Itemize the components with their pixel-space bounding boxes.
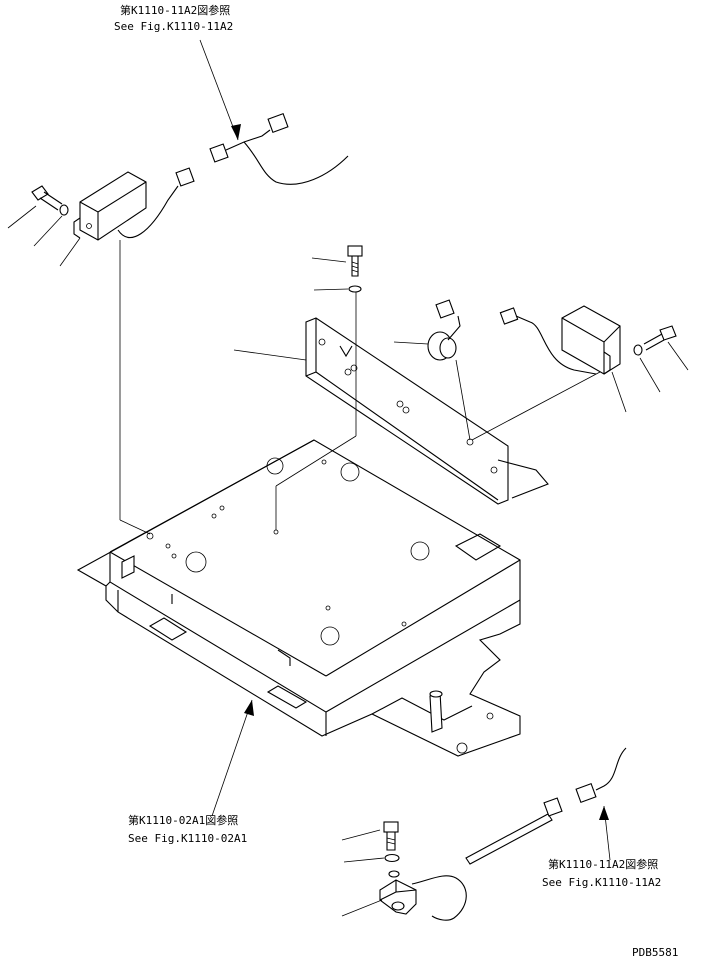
leader-buzzer (393, 341, 429, 345)
top-left-bolt (31, 185, 69, 216)
top-ref-jp: 第K1110-11A2図参照 (120, 3, 230, 17)
leader-washer-b (343, 857, 385, 863)
top-left-harness (117, 112, 349, 239)
leader-bolt-r (667, 341, 689, 371)
mid-ref-jp: 第K1110-02A1図参照 (128, 813, 238, 827)
right-ref-en: See Fig.K1110-11A2 (542, 876, 661, 889)
right-bolt (633, 325, 677, 356)
drawing-id: PDB5581 (632, 946, 678, 959)
leader-drop-centre-end (275, 435, 357, 487)
leader-controller-tl (59, 237, 81, 267)
leader-controller-r (611, 371, 627, 413)
centre-bolt (347, 245, 363, 293)
top-ref-en: See Fig.K1110-11A2 (114, 20, 233, 33)
top-ref-arrow (199, 39, 241, 141)
mid-ref-en: See Fig.K1110-02A1 (128, 832, 247, 845)
leader-drop-left-end (119, 519, 151, 535)
leader-link-right (471, 371, 601, 441)
base-frame (76, 439, 521, 757)
mid-ref-arrow (211, 699, 254, 817)
right-harness (499, 307, 597, 375)
leader-buzzer-drop (455, 359, 471, 441)
bottom-bolt (383, 821, 400, 878)
leader-washer-r (639, 357, 661, 393)
leader-bolt-b (341, 829, 381, 841)
buzzer (427, 299, 461, 361)
leader-washer-c (313, 288, 349, 291)
bottom-harness (411, 747, 627, 921)
leader-washer-tl (33, 215, 63, 247)
right-ref-arrow (599, 805, 611, 861)
leader-bolt-c (311, 257, 347, 263)
right-ref-jp: 第K1110-11A2図参照 (548, 857, 658, 871)
bottom-sensor (379, 879, 417, 915)
leader-bracket (233, 349, 307, 361)
bracket-plate (305, 317, 549, 505)
leader-sensor-b (341, 899, 383, 917)
leader-bolt-tl (7, 205, 37, 229)
top-left-controller (73, 171, 147, 241)
right-controller (561, 305, 621, 375)
